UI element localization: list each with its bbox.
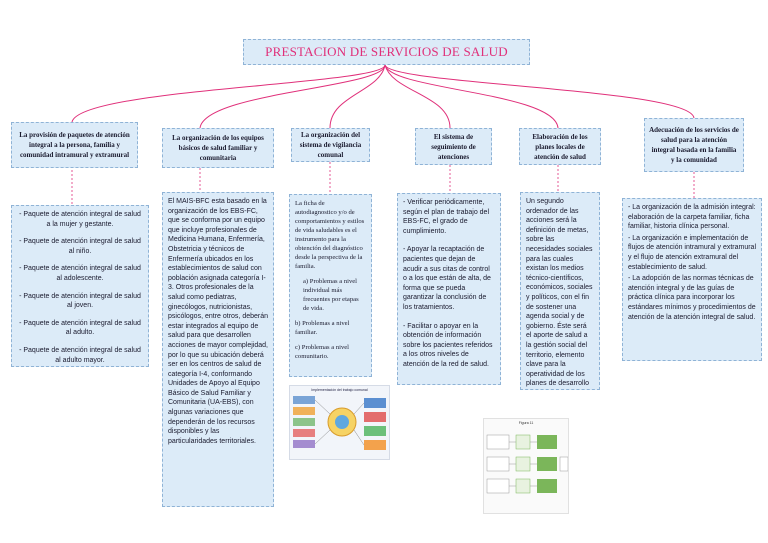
connector-to-col3: [329, 64, 386, 129]
vigilancia-point: b) Problemas a nivel familiar.: [295, 320, 350, 336]
paquete-item: - Paquete de atención integral de salud …: [19, 211, 141, 228]
vigilancia-intro: La ficha de autodiagnostico y/o de compo…: [295, 200, 365, 270]
adecuacion-para: - La adopción de las normas técnicas de …: [628, 275, 756, 321]
box-vigilancia-comunal: La ficha de autodiagnostico y/o de compo…: [289, 194, 372, 377]
diagram-title: PRESTACION DE SERVICIOS DE SALUD: [243, 39, 530, 65]
planes-flow-illustration: [486, 434, 568, 494]
seguimiento-para: - Verificar periódicamente, según el pla…: [403, 199, 490, 235]
box-adecuacion: - La organización de la admisión integra…: [622, 198, 762, 361]
header-vigilancia-comunal: La organización del sistema de vigilanci…: [291, 128, 370, 162]
connector-to-col6: [384, 64, 695, 119]
seguimiento-para: - Apoyar la recaptación de pacientes que…: [403, 246, 491, 311]
paquete-item: - Paquete de atención integral de salud …: [19, 346, 141, 364]
vigilancia-point: a) Problemas a nivel individual más frec…: [303, 278, 359, 312]
connector-to-col2: [199, 64, 386, 129]
paquete-item: - Paquete de atención integral de salud …: [19, 319, 141, 337]
box-paquetes: - Paquete de atención integral de salud …: [11, 205, 149, 367]
connector-to-col4: [384, 64, 451, 129]
planes-figure: Figura 11: [483, 418, 569, 514]
trabajo-comunal-figure: Implementación del trabajo comunal: [289, 385, 390, 460]
header-planes-locales: Elaboración de los planes locales de ate…: [519, 128, 601, 165]
header-equipos-basicos: La organización de los equipos básicos d…: [162, 128, 274, 168]
paquete-item: - Paquete de atención integral de salud …: [19, 292, 141, 310]
connector-to-col5: [384, 64, 559, 129]
header-adecuacion: Adecuación de los servicios de salud par…: [644, 118, 744, 172]
adecuacion-para: - La organización e implementación de fl…: [628, 234, 757, 271]
box-equipos-basicos: El MAIS-BFC esta basado en la organizaci…: [162, 192, 274, 507]
box-seguimiento: - Verificar periódicamente, según el pla…: [397, 193, 501, 385]
box-planes-locales: Un segundo ordenador de las acciones ser…: [520, 192, 600, 390]
paquete-item: - Paquete de atención integral de salud …: [19, 238, 141, 255]
adecuacion-para: - La organización de la admisión integra…: [628, 204, 756, 231]
header-paquetes: La provisión de paquetes de atención int…: [11, 122, 138, 168]
header-seguimiento: El sistema de seguimiento de atenciones: [415, 128, 492, 165]
figure-caption: Implementación del trabajo comunal: [311, 388, 368, 392]
seguimiento-para: - Facilitar o apoyar en la obtención de …: [403, 322, 493, 368]
trabajo-comunal-illustration: [293, 396, 386, 450]
figure-caption: Figura 11: [518, 421, 534, 425]
connector-to-col1: [71, 64, 386, 123]
paquete-item: - Paquete de atención integral de salud …: [19, 265, 141, 282]
vigilancia-point: c) Problemas a nivel comunitario.: [295, 344, 350, 360]
